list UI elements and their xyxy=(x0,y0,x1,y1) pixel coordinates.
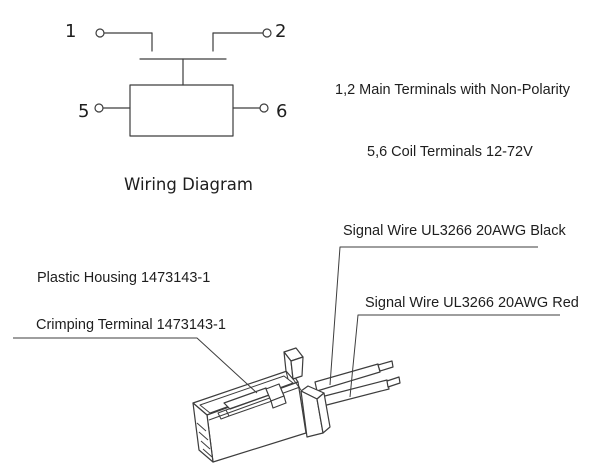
crimping-terminal-leader-line xyxy=(13,337,258,394)
housing-outline xyxy=(192,369,307,463)
collar-plate xyxy=(300,385,331,438)
terminal-5-circle xyxy=(94,103,104,113)
latch-lever xyxy=(217,383,287,420)
crimping-terminal-label: Crimping Terminal 1473143-1 xyxy=(36,317,226,333)
black-wire-shape xyxy=(314,360,394,392)
wiring-diagram-caption: Wiring Diagram xyxy=(124,175,253,194)
plastic-housing-label: Plastic Housing 1473143-1 xyxy=(37,270,211,286)
terminal-6-number: 6 xyxy=(276,101,288,122)
signal-wire-red-label: Signal Wire UL3266 20AWG Red xyxy=(365,295,579,311)
red-wire-leader-line xyxy=(349,314,560,398)
terminal-1-number: 1 xyxy=(65,21,77,42)
signal-wire-black-label: Signal Wire UL3266 20AWG Black xyxy=(343,223,566,239)
terminal-2-circle xyxy=(262,28,272,38)
main-terminals-note: 1,2 Main Terminals with Non-Polarity xyxy=(335,82,571,98)
connector-drawing xyxy=(192,347,401,463)
terminal-1-circle xyxy=(95,28,105,38)
coil-box xyxy=(129,84,234,137)
terminal-6-circle xyxy=(259,103,269,113)
wiring-schematic-lines xyxy=(94,28,272,137)
terminal-2-number: 2 xyxy=(275,21,287,42)
terminal-5-number: 5 xyxy=(78,101,90,122)
coil-terminals-note: 5,6 Coil Terminals 12-72V xyxy=(367,144,533,160)
locking-tab xyxy=(283,347,304,391)
black-wire-leader-line xyxy=(329,246,538,386)
